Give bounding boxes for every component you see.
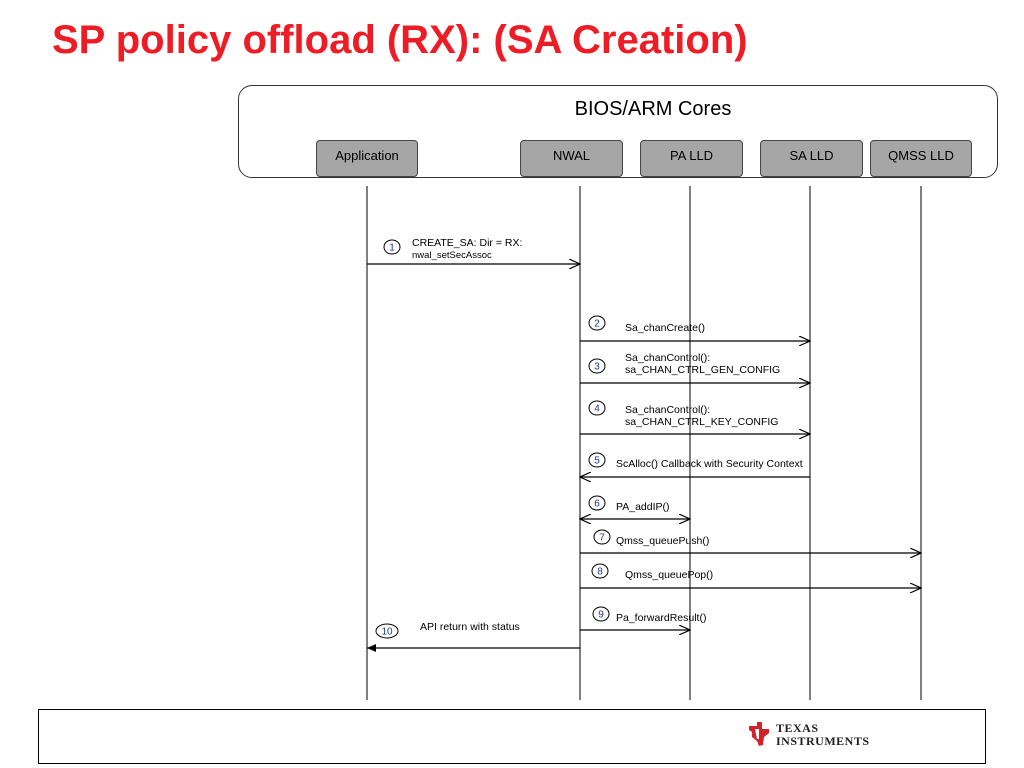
step-number-7: 7 — [599, 533, 605, 544]
step-circle-6 — [588, 495, 606, 511]
step-circle-2 — [588, 315, 606, 331]
message-label-7-line-1: Qmss_queuePush() — [616, 535, 709, 547]
step-number-10: 10 — [381, 627, 393, 638]
step-circle-4 — [588, 400, 606, 416]
component-nwal: NWAL — [520, 140, 623, 177]
step-circle-9 — [592, 606, 610, 622]
message-label-6-line-1: PA_addIP() — [616, 501, 670, 513]
bios-arm-cores-label: BIOS/ARM Cores — [574, 98, 732, 120]
step-circle-3 — [588, 358, 606, 374]
step-number-1: 1 — [389, 243, 395, 254]
message-label-10-line-1: API return with status — [420, 621, 520, 633]
step-circle-5 — [588, 452, 606, 468]
message-label-3-line-1: Sa_chanControl(): — [625, 352, 710, 364]
message-label-1-line-2: nwal_setSecAssoc — [412, 250, 492, 261]
step-number-6: 6 — [594, 499, 600, 510]
component-sa-lld: SA LLD — [760, 140, 863, 177]
step-circle-10 — [375, 623, 399, 639]
component-qmss-lld: QMSS LLD — [870, 140, 972, 177]
message-label-9-line-1: Pa_forwardResult() — [616, 612, 706, 624]
logo-line-1: TEXAS — [776, 721, 819, 735]
step-number-2: 2 — [594, 319, 600, 330]
step-number-9: 9 — [598, 610, 604, 621]
message-label-8-line-1: Qmss_queuePop() — [625, 569, 713, 581]
component-pa-lld: PA LLD — [640, 140, 743, 177]
message-label-5-line-1: ScAlloc() Callback with Security Context — [616, 458, 803, 470]
step-circle-7 — [593, 529, 611, 545]
step-number-4: 4 — [594, 404, 600, 415]
logo-line-2: INSTRUMENTS — [776, 734, 870, 748]
step-circle-8 — [591, 563, 609, 579]
ti-state-icon — [749, 722, 769, 746]
step-number-8: 8 — [597, 567, 603, 578]
message-label-4-line-1: Sa_chanControl(): — [625, 404, 710, 416]
message-label-4-line-2: sa_CHAN_CTRL_KEY_CONFIG — [625, 416, 778, 428]
component-application: Application — [316, 140, 418, 177]
message-label-2-line-1: Sa_chanCreate() — [625, 322, 705, 334]
texas-instruments-logo: TEXAS INSTRUMENTS — [745, 718, 885, 754]
step-circle-1 — [383, 239, 401, 255]
footer-bar: TEXAS INSTRUMENTS — [38, 709, 986, 764]
message-label-1-line-1: CREATE_SA: Dir = RX: — [412, 237, 522, 249]
step-number-3: 3 — [594, 362, 600, 373]
step-number-5: 5 — [594, 456, 600, 467]
slide-title: SP policy offload (RX): (SA Creation) — [52, 18, 748, 62]
message-label-3-line-2: sa_CHAN_CTRL_GEN_CONFIG — [625, 364, 780, 376]
